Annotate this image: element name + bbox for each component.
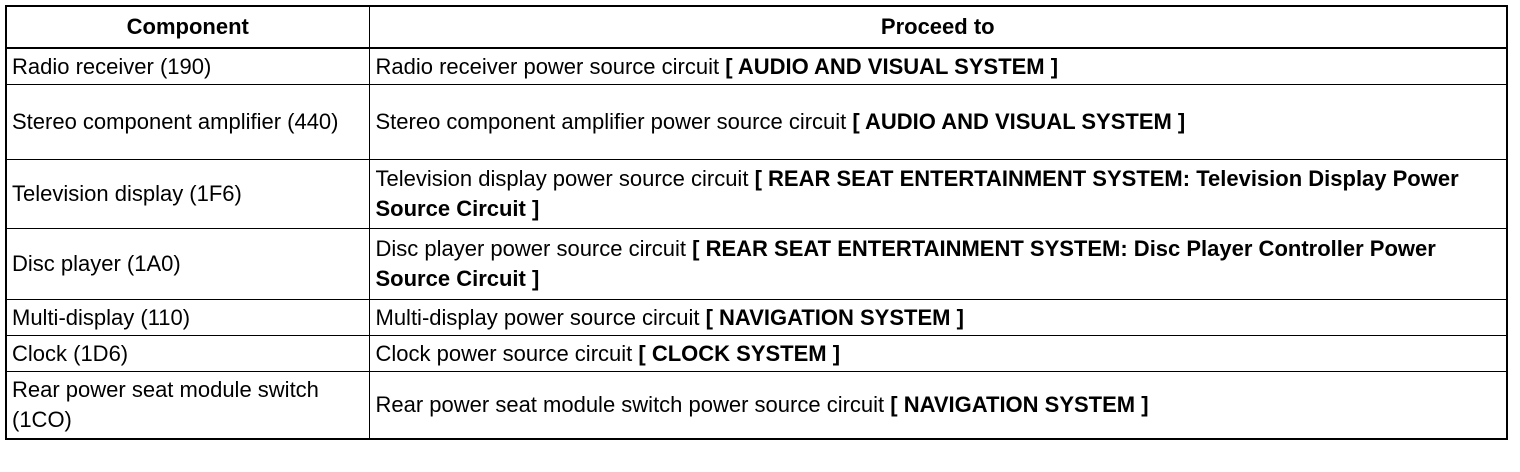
component-cell: Disc player (1A0) — [5, 228, 370, 300]
proceed-cell: Disc player power source circuit [ REAR … — [368, 228, 1508, 300]
proceed-cell: Television display power source circuit … — [368, 159, 1508, 229]
header-proceed-to: Proceed to — [368, 5, 1508, 49]
system-link[interactable]: [ AUDIO AND VISUAL SYSTEM ] — [852, 109, 1186, 134]
component-cell: Radio receiver (190) — [5, 47, 370, 85]
proceed-cell: Stereo component amplifier power source … — [368, 84, 1508, 160]
table-row: Rear power seat module switch (1CO) Rear… — [5, 371, 1508, 440]
component-cell: Multi-display (110) — [5, 299, 370, 336]
table-row: Disc player (1A0) Disc player power sour… — [5, 228, 1508, 300]
proceed-text: Television display power source circuit — [375, 166, 755, 191]
component-cell: Rear power seat module switch (1CO) — [5, 371, 370, 440]
proceed-text: Rear power seat module switch power sour… — [375, 392, 891, 417]
system-link[interactable]: [ CLOCK SYSTEM ] — [638, 340, 841, 366]
table-row: Radio receiver (190) Radio receiver powe… — [5, 47, 1508, 85]
proceed-text: Clock power source circuit — [375, 340, 639, 366]
system-link[interactable]: [ NAVIGATION SYSTEM ] — [890, 392, 1149, 417]
proceed-cell: Radio receiver power source circuit [ AU… — [368, 47, 1508, 85]
proceed-cell: Rear power seat module switch power sour… — [368, 371, 1508, 440]
table-row: Clock (1D6) Clock power source circuit [… — [5, 335, 1508, 372]
system-link[interactable]: [ NAVIGATION SYSTEM ] — [705, 304, 964, 330]
header-component: Component — [5, 5, 370, 49]
table-row: Multi-display (110) Multi-display power … — [5, 299, 1508, 336]
table-row: Stereo component amplifier (440) Stereo … — [5, 84, 1508, 160]
proceed-text: Radio receiver power source circuit — [375, 53, 726, 79]
proceed-cell: Clock power source circuit [ CLOCK SYSTE… — [368, 335, 1508, 372]
component-cell: Television display (1F6) — [5, 159, 370, 229]
component-table: Component Proceed to Radio receiver (190… — [5, 5, 1508, 440]
proceed-text: Multi-display power source circuit — [375, 304, 706, 330]
system-link[interactable]: [ REAR SEAT ENTERTAINMENT SYSTEM: Televi… — [375, 166, 1459, 221]
system-link[interactable]: [ REAR SEAT ENTERTAINMENT SYSTEM: Disc P… — [375, 236, 1436, 291]
proceed-text: Disc player power source circuit — [375, 236, 693, 261]
component-cell: Clock (1D6) — [5, 335, 370, 372]
component-cell: Stereo component amplifier (440) — [5, 84, 370, 160]
proceed-cell: Multi-display power source circuit [ NAV… — [368, 299, 1508, 336]
header-row: Component Proceed to — [5, 5, 1508, 49]
system-link[interactable]: [ AUDIO AND VISUAL SYSTEM ] — [725, 53, 1059, 79]
proceed-text: Stereo component amplifier power source … — [375, 109, 853, 134]
table-row: Television display (1F6) Television disp… — [5, 159, 1508, 229]
